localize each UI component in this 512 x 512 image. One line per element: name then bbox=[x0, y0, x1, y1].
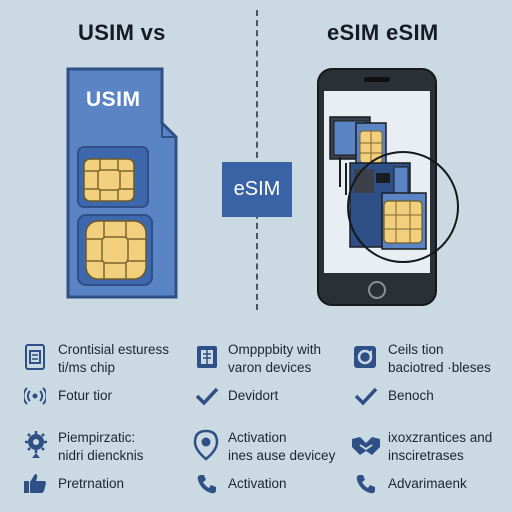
feature-line: Advarimaenk bbox=[388, 476, 467, 491]
feature-text: Devidort bbox=[228, 387, 278, 405]
feature-line: Benoch bbox=[388, 388, 434, 403]
feature-text: ixoxzrantices and insciretrases bbox=[388, 429, 492, 465]
feature-line: Activation bbox=[228, 476, 287, 491]
feature-line: Crontisial esturess bbox=[58, 342, 170, 357]
esim-title: eSIM eSIM bbox=[327, 20, 439, 45]
sim-refresh-icon bbox=[354, 346, 376, 368]
feature-line: Piempirzatic: bbox=[58, 430, 136, 445]
feature-text: Piempirzatic: nidri diencknis bbox=[58, 429, 144, 465]
checkmark-icon bbox=[195, 387, 219, 406]
esim-label-box: eSIM bbox=[222, 162, 292, 217]
feature-text: Fotur tior bbox=[58, 387, 112, 405]
gear-location-icon bbox=[25, 431, 47, 458]
phone-icon bbox=[197, 475, 216, 494]
feature-text: Ceils tion baciotred ·bleses bbox=[388, 341, 491, 377]
feature-line: ines ause devicey bbox=[228, 448, 336, 463]
usim-title: USIM vs bbox=[78, 20, 166, 45]
feature-line: Fotur tior bbox=[58, 388, 113, 403]
usim-card-illustration bbox=[66, 67, 178, 299]
thumbs-up-icon bbox=[24, 474, 46, 493]
phone-illustration bbox=[316, 67, 476, 312]
chip-card-icon bbox=[197, 346, 217, 368]
usim-card-label: USIM bbox=[86, 88, 141, 111]
sim-card-icon bbox=[25, 344, 45, 370]
feature-line: varon devices bbox=[228, 360, 312, 375]
feature-line: Ompppbity with bbox=[228, 342, 322, 357]
esim-label: eSIM bbox=[233, 178, 281, 200]
location-pin-icon bbox=[193, 429, 219, 461]
handshake-icon bbox=[352, 437, 380, 455]
feature-text: Activation bbox=[228, 475, 287, 493]
feature-line: ti/ms chip bbox=[58, 360, 116, 375]
feature-text: Ompppbity with varon devices bbox=[228, 341, 321, 377]
feature-line: Ceils tion bbox=[388, 342, 444, 357]
feature-line: nidri diencknis bbox=[58, 448, 144, 463]
feature-line: baciotred ·bleses bbox=[388, 360, 491, 375]
signal-icon bbox=[24, 387, 46, 405]
center-divider bbox=[256, 10, 258, 310]
feature-line: Pretrnation bbox=[58, 476, 125, 491]
feature-text: Advarimaenk bbox=[388, 475, 467, 493]
feature-line: Devidort bbox=[228, 388, 279, 403]
feature-text: Activation ines ause devicey bbox=[228, 429, 335, 465]
feature-line: Activation bbox=[228, 430, 287, 445]
phone-icon bbox=[356, 475, 375, 494]
feature-line: ixoxzrantices and bbox=[388, 430, 493, 445]
checkmark-icon bbox=[354, 387, 378, 406]
feature-text: Benoch bbox=[388, 387, 434, 405]
feature-line: insciretrases bbox=[388, 448, 464, 463]
feature-text: Pretrnation bbox=[58, 475, 124, 493]
feature-text: Crontisial esturess ti/ms chip bbox=[58, 341, 169, 377]
